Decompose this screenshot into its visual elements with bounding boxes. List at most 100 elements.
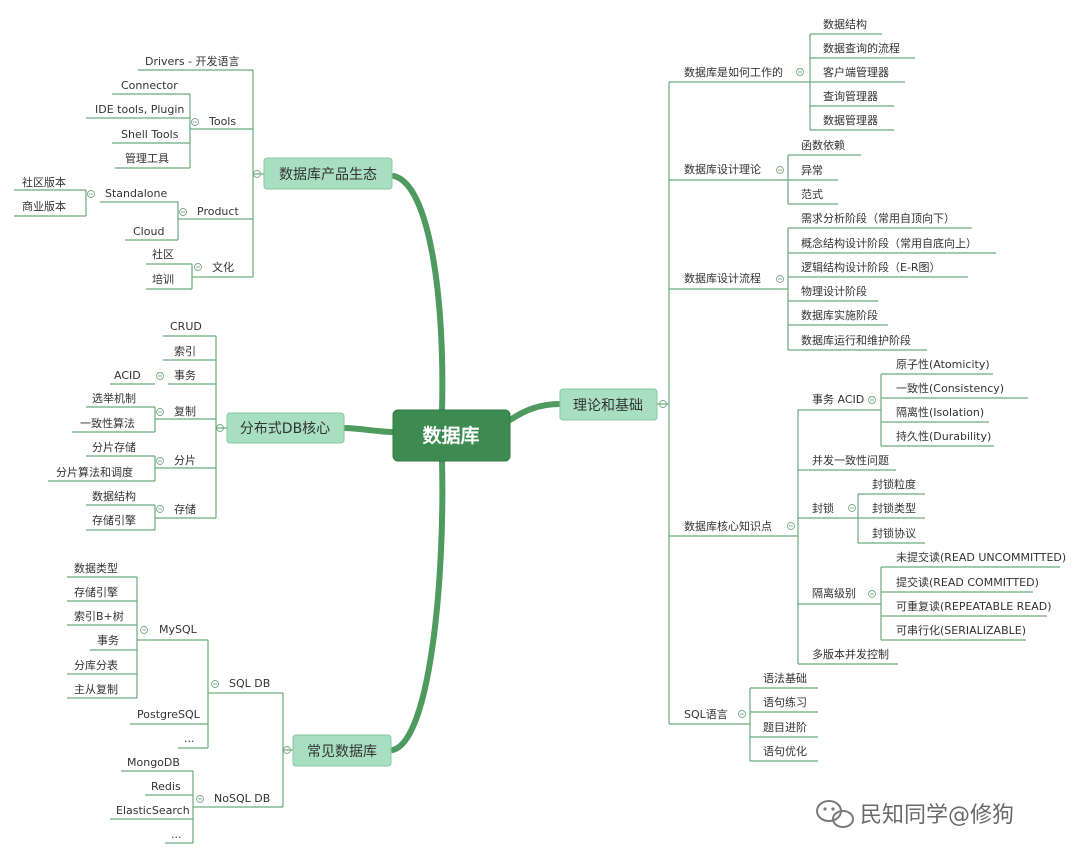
node-training[interactable]: 培训 <box>152 272 174 286</box>
toggle-sql-db[interactable] <box>211 680 219 688</box>
node-tools[interactable]: Tools <box>208 115 236 128</box>
toggle-replication[interactable] <box>156 408 164 416</box>
node-atomicity[interactable]: 原子性(Atomicity) <box>896 357 990 371</box>
toggle-design-flow[interactable] <box>776 275 784 283</box>
toggle-transaction[interactable] <box>156 372 164 380</box>
node-sql-more[interactable]: ... <box>184 732 195 745</box>
node-shard[interactable]: 分片 <box>174 454 196 467</box>
node-postgresql[interactable]: PostgreSQL <box>137 708 201 721</box>
toggle-core[interactable] <box>787 522 795 530</box>
node-logic-design[interactable]: 逻辑结构设计阶段（E-R图） <box>801 260 941 274</box>
toggle-culture[interactable] <box>194 263 202 271</box>
central-node[interactable]: 数据库 <box>392 409 511 462</box>
toggle-how-works[interactable] <box>796 68 804 76</box>
node-acid-core[interactable]: 事务 ACID <box>812 393 864 406</box>
node-client-mgr[interactable]: 客户端管理器 <box>823 65 889 79</box>
node-consensus[interactable]: 一致性算法 <box>80 416 135 430</box>
node-operation[interactable]: 数据库运行和维护阶段 <box>801 333 911 347</box>
node-ide-tools[interactable]: IDE tools, Plugin <box>95 103 184 116</box>
node-serializable[interactable]: 可串行化(SERIALIZABLE) <box>896 623 1026 637</box>
node-mongodb[interactable]: MongoDB <box>127 756 180 769</box>
node-isolation[interactable]: 隔离性(Isolation) <box>896 405 984 419</box>
node-data-structure[interactable]: 数据结构 <box>92 489 136 503</box>
node-standalone[interactable]: Standalone <box>105 187 167 200</box>
node-nosql-db[interactable]: NoSQL DB <box>214 792 270 805</box>
node-syntax[interactable]: 语法基础 <box>763 671 807 685</box>
node-concept-design[interactable]: 概念结构设计阶段（常用自底向上） <box>801 236 977 250</box>
node-mysql-engine[interactable]: 存储引擎 <box>74 585 118 599</box>
node-replication[interactable]: 复制 <box>174 404 196 418</box>
toggle-shard[interactable] <box>156 457 164 465</box>
node-storage[interactable]: 存储 <box>174 502 196 516</box>
branch-theory[interactable]: 理论和基础 <box>559 388 658 421</box>
node-sql-db[interactable]: SQL DB <box>229 677 270 690</box>
node-mysql[interactable]: MySQL <box>159 623 198 636</box>
node-core[interactable]: 数据库核心知识点 <box>684 519 772 533</box>
node-optimize[interactable]: 语句优化 <box>763 744 807 758</box>
node-implementation[interactable]: 数据库实施阶段 <box>801 308 878 322</box>
node-shard-algo[interactable]: 分片算法和调度 <box>56 465 133 479</box>
node-community[interactable]: 社区 <box>152 247 174 261</box>
node-design-flow[interactable]: 数据库设计流程 <box>684 271 761 285</box>
node-product[interactable]: Product <box>197 205 239 218</box>
node-lock-protocol[interactable]: 封锁协议 <box>872 526 916 540</box>
node-commercial-edition[interactable]: 商业版本 <box>22 199 66 213</box>
toggle-standalone[interactable] <box>87 190 95 198</box>
node-durability[interactable]: 持久性(Durability) <box>896 429 991 443</box>
toggle-isolation-level[interactable] <box>868 590 876 598</box>
node-data-types[interactable]: 数据类型 <box>74 561 118 575</box>
node-acid[interactable]: ACID <box>114 369 141 382</box>
node-elasticsearch[interactable]: ElasticSearch <box>116 804 190 817</box>
node-index[interactable]: 索引 <box>174 344 196 358</box>
node-read-committed[interactable]: 提交读(READ COMMITTED) <box>896 575 1039 589</box>
node-repeatable-read[interactable]: 可重复读(REPEATABLE READ) <box>896 599 1052 613</box>
node-req-analysis[interactable]: 需求分析阶段（常用自顶向下） <box>801 211 955 225</box>
node-data-mgr[interactable]: 数据管理器 <box>823 113 878 127</box>
node-physical-design[interactable]: 物理设计阶段 <box>801 284 867 298</box>
node-culture[interactable]: 文化 <box>212 260 234 274</box>
toggle-storage[interactable] <box>156 505 164 513</box>
node-practice[interactable]: 语句练习 <box>763 695 807 709</box>
node-cloud[interactable]: Cloud <box>133 225 164 238</box>
node-master-slave[interactable]: 主从复制 <box>74 682 118 696</box>
toggle-sql[interactable] <box>738 710 746 718</box>
toggle-nosql-db[interactable] <box>196 795 204 803</box>
node-mgmt-tools[interactable]: 管理工具 <box>125 151 169 165</box>
node-mysql-transaction[interactable]: 事务 <box>97 634 119 647</box>
node-shard-storage[interactable]: 分片存储 <box>92 440 136 454</box>
toggle-lock[interactable] <box>848 504 856 512</box>
node-sharding[interactable]: 分库分表 <box>74 658 118 672</box>
node-design-theory[interactable]: 数据库设计理论 <box>684 162 761 176</box>
node-advanced[interactable]: 题目进阶 <box>763 720 807 734</box>
node-mvcc[interactable]: 多版本并发控制 <box>812 647 889 661</box>
toggle-tools[interactable] <box>191 118 199 126</box>
branch-ecosystem[interactable]: 数据库产品生态 <box>263 157 393 190</box>
node-lock[interactable]: 封锁 <box>812 501 834 515</box>
node-transaction[interactable]: 事务 <box>174 369 196 382</box>
node-how-works[interactable]: 数据库是如何工作的 <box>684 65 783 79</box>
node-storage-engine[interactable]: 存储引擎 <box>92 513 136 527</box>
node-nosql-more[interactable]: ... <box>171 828 182 841</box>
node-lock-type[interactable]: 封锁类型 <box>872 501 916 515</box>
node-normal-form[interactable]: 范式 <box>801 187 823 201</box>
toggle-acid[interactable] <box>868 396 876 404</box>
node-read-uncommitted[interactable]: 未提交读(READ UNCOMMITTED) <box>896 550 1066 564</box>
node-connector[interactable]: Connector <box>121 79 178 92</box>
node-anomaly[interactable]: 异常 <box>801 164 823 177</box>
node-sql[interactable]: SQL语言 <box>684 708 728 721</box>
node-concurrency[interactable]: 并发一致性问题 <box>812 453 889 467</box>
node-crud[interactable]: CRUD <box>170 320 202 333</box>
node-consistency[interactable]: 一致性(Consistency) <box>896 381 1004 395</box>
toggle-mysql[interactable] <box>140 626 148 634</box>
node-query-flow[interactable]: 数据查询的流程 <box>823 41 900 55</box>
node-isolation-level[interactable]: 隔离级别 <box>812 586 856 600</box>
node-redis[interactable]: Redis <box>151 780 181 793</box>
branch-common[interactable]: 常见数据库 <box>292 734 392 767</box>
node-shell-tools[interactable]: Shell Tools <box>121 128 179 141</box>
node-election[interactable]: 选举机制 <box>92 391 136 405</box>
toggle-design-theory[interactable] <box>776 166 784 174</box>
node-lock-granularity[interactable]: 封锁粒度 <box>872 477 916 491</box>
branch-distributed[interactable]: 分布式DB核心 <box>226 412 345 444</box>
node-community-edition[interactable]: 社区版本 <box>22 175 66 189</box>
toggle-product[interactable] <box>179 208 187 216</box>
